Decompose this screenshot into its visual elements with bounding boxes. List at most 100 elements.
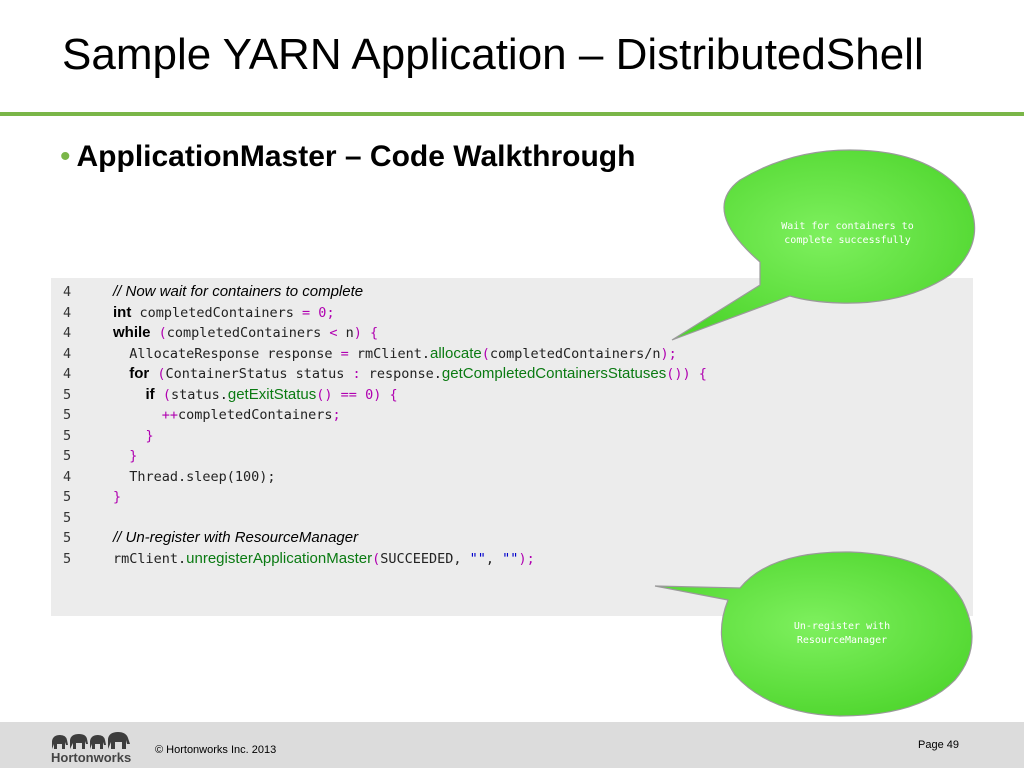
code-operator: {: [698, 366, 707, 382]
line-number: 4: [63, 325, 72, 341]
code-operator: }: [113, 489, 122, 505]
code-content: while (completedContainers < n) {: [113, 323, 378, 343]
code-line: 4 Thread.sleep(100);: [51, 467, 973, 487]
code-operator: (: [162, 386, 171, 403]
line-number: 5: [63, 448, 72, 464]
code-operator: ;: [332, 407, 341, 423]
bullet-heading: •ApplicationMaster – Code Walkthrough: [60, 140, 635, 174]
callout-unregister-line2: ResourceManager: [796, 635, 888, 646]
code-text: [691, 366, 699, 382]
code-line: 5 // Un-register with ResourceManager: [51, 528, 973, 548]
code-keyword: if: [145, 385, 155, 403]
line-number: 4: [63, 284, 72, 300]
code-line: 5 }: [51, 426, 973, 446]
code-line: 5: [51, 508, 973, 528]
code-method: getCompletedContainersStatuses: [441, 365, 667, 382]
code-text: [381, 387, 389, 403]
code-operator: ;: [326, 304, 335, 321]
code-keyword: for: [129, 365, 150, 382]
code-text: completedContainers: [178, 407, 333, 423]
code-content: }: [113, 487, 121, 507]
code-line: 5}: [51, 487, 973, 507]
code-method: unregisterApplicationMaster: [186, 549, 373, 567]
code-operator: ()): [666, 366, 691, 382]
copyright-text: © Hortonworks Inc. 2013: [155, 744, 277, 756]
callout-wait-line1: Wait for containers to: [781, 221, 914, 232]
callout-unregister-line1: Un-register with: [793, 621, 891, 632]
code-content: }: [113, 426, 154, 446]
code-line: 4 while (completedContainers < n) {: [51, 323, 973, 343]
code-number: 0: [365, 386, 374, 403]
code-content: }: [113, 446, 137, 466]
code-operator: );: [518, 550, 535, 567]
code-operator: =: [302, 304, 311, 321]
code-text: SUCCEEDED,: [380, 550, 470, 567]
line-number: 4: [63, 468, 72, 485]
code-text: rmClient.: [113, 550, 187, 567]
code-content: ++completedContainers;: [113, 405, 341, 425]
code-text: status.: [170, 386, 228, 403]
line-number: 5: [63, 427, 72, 444]
code-operator: ): [353, 325, 362, 341]
line-number: 5: [63, 386, 72, 403]
code-string: "": [469, 550, 486, 567]
callout-wait-text: Wait for containers to complete successf…: [750, 220, 945, 248]
page-number: Page 49: [918, 739, 959, 751]
line-number: 5: [63, 407, 72, 423]
code-line: 5 ++completedContainers;: [51, 405, 973, 425]
code-keyword: int: [113, 303, 132, 321]
line-number: 5: [63, 489, 72, 505]
code-operator: (: [481, 345, 490, 362]
line-number: 4: [63, 345, 72, 362]
code-text: [155, 387, 163, 403]
code-operator: ++: [161, 407, 179, 423]
code-operator: {: [370, 325, 379, 341]
title-divider: [0, 112, 1024, 116]
code-operator: );: [660, 345, 677, 362]
bullet-text: ApplicationMaster – Code Walkthrough: [76, 140, 636, 173]
code-content: rmClient.unregisterApplicationMaster(SUC…: [113, 549, 535, 569]
code-keyword: while: [113, 324, 151, 341]
code-line: 4 AllocateResponse response = rmClient.a…: [51, 344, 973, 364]
code-operator: (: [157, 366, 166, 382]
code-content: for (ContainerStatus status : response.g…: [113, 364, 707, 384]
slide-title: Sample YARN Application – DistributedShe…: [62, 30, 924, 79]
code-line: 4 // Now wait for containers to complete: [51, 282, 973, 302]
bullet-dot: •: [60, 140, 71, 173]
code-line: 4 int completedContainers = 0;: [51, 303, 973, 323]
code-text: response.: [360, 366, 442, 382]
footer-bar: [0, 722, 1024, 768]
code-line: 5 rmClient.unregisterApplicationMaster(SU…: [51, 549, 973, 569]
code-operator: (): [316, 386, 333, 403]
code-comment: // Now wait for containers to complete: [113, 283, 364, 300]
code-string: "": [502, 550, 519, 567]
code-text: [151, 325, 159, 341]
code-text: completedContainers: [131, 304, 303, 321]
code-text: ContainerStatus status: [165, 366, 353, 382]
code-operator: (: [372, 550, 381, 567]
code-operator: }: [129, 448, 138, 464]
code-content: AllocateResponse response = rmClient.all…: [113, 344, 677, 364]
code-operator: ): [373, 386, 382, 403]
line-number: 5: [63, 530, 72, 546]
code-text: [113, 428, 146, 444]
code-content: if (status.getExitStatus() == 0) {: [113, 385, 398, 405]
code-line: 5 if (status.getExitStatus() == 0) {: [51, 385, 973, 405]
code-text: [113, 387, 146, 403]
code-method: allocate: [430, 344, 482, 362]
code-content: int completedContainers = 0;: [113, 303, 335, 323]
code-text: [113, 448, 129, 464]
code-text: [113, 407, 162, 423]
code-text: rmClient.: [348, 345, 430, 362]
code-text: Thread.sleep(100);: [113, 468, 276, 485]
code-method: getExitStatus: [227, 385, 317, 403]
code-content: // Un-register with ResourceManager: [113, 528, 358, 548]
code-line: 5 }: [51, 446, 973, 466]
code-text: n: [337, 325, 354, 341]
line-number: 4: [63, 304, 72, 321]
line-number: 4: [63, 366, 72, 382]
line-number: 5: [63, 550, 72, 567]
code-operator: (: [158, 325, 167, 341]
elephant-herd-icon: [52, 732, 130, 749]
